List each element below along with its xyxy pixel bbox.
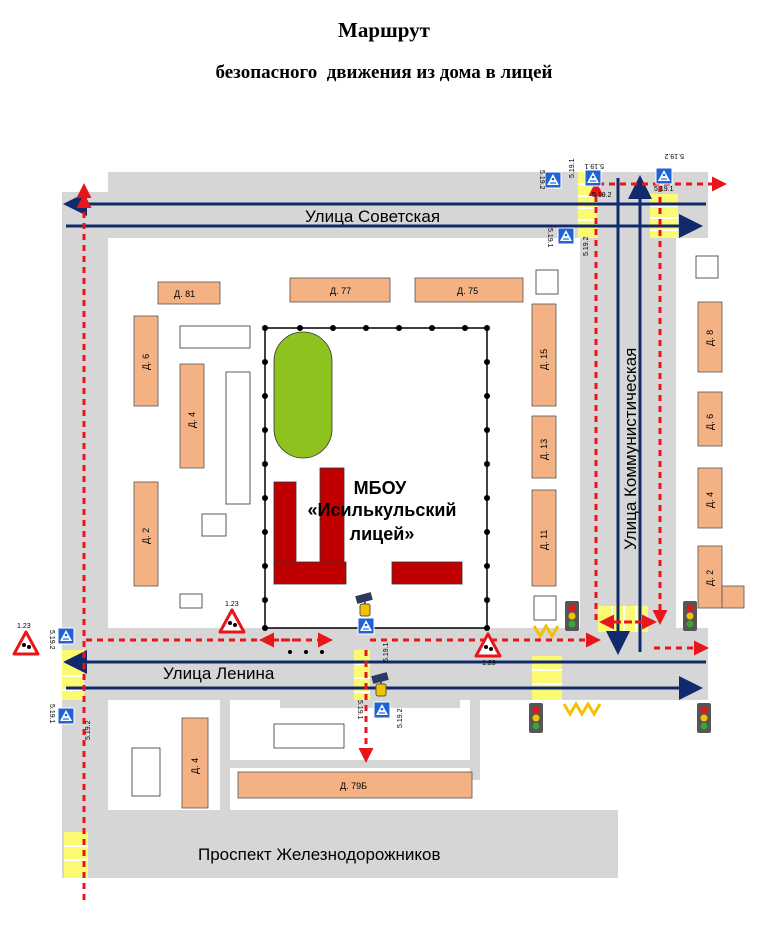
- road-inner-horizontal-2: [280, 700, 460, 708]
- label-d4-bottom: Д. 4: [190, 758, 200, 774]
- houses: [133, 277, 745, 809]
- pedestrian-light-icon: [355, 592, 373, 617]
- street-sovetskaya-label: Улица Советская: [305, 207, 440, 226]
- house-13: [531, 415, 557, 479]
- road-side-right: [658, 238, 676, 628]
- street-prospekt-label: Проспект Железнодорожников: [198, 845, 441, 864]
- sports-field: [273, 331, 333, 459]
- road-bottom-left-lane: [108, 810, 618, 828]
- school-wing-left: [273, 481, 297, 567]
- traffic-light-icon: [565, 601, 579, 631]
- house-labels: Д. 81 Д. 77 Д. 75 Д. 6 Д. 4 Д. 2 Д. 15 Д…: [141, 286, 715, 791]
- sign-code-label: 5.19.1: [48, 704, 55, 724]
- sign-code-label: 5.19.2: [664, 152, 684, 159]
- crosswalk-sign-icon: [373, 701, 391, 719]
- school-wing-base: [273, 561, 347, 585]
- label-d15: Д. 15: [539, 349, 549, 370]
- school-name: МБОУ «Исилькульский лицей»: [308, 478, 457, 544]
- sign-code-label: 5.19.2: [85, 720, 92, 740]
- traffic-light-icon: [529, 703, 543, 733]
- school-buildings: [273, 467, 463, 585]
- school-wing-middle: [319, 467, 345, 567]
- crosswalk-top-right: [650, 194, 678, 238]
- page-subtitle: безопасного движения из дома в лицей: [215, 62, 553, 83]
- school-annex: [391, 561, 463, 585]
- sign-code-label: 5.19.1: [383, 642, 390, 662]
- road-inner-vertical: [220, 700, 230, 810]
- crosswalk-sign-icon: [357, 617, 375, 635]
- sign-code-label: 5.19.2: [397, 708, 404, 728]
- sign-codes: 5.19.2 5.19.1 5.19.2 5.19.1 5.19.1 5.19.…: [48, 152, 684, 740]
- pedestrian-light-icon: [371, 672, 389, 697]
- school-name-line2: «Исилькульский: [308, 500, 457, 520]
- label-d81: Д. 81: [174, 289, 195, 299]
- road-prospekt: [62, 828, 618, 878]
- label-d75: Д. 75: [457, 286, 478, 296]
- children-sign-codes: 1.23 1.23 1.23: [17, 601, 496, 667]
- road-inner-vertical-2: [470, 700, 480, 780]
- house-2-right-annex: [721, 585, 745, 609]
- zigzag-markings: [532, 623, 602, 717]
- sign-code-label: 5.19.1: [584, 162, 604, 169]
- children-warning-sign-icon: [218, 608, 246, 634]
- outbuildings: [131, 255, 719, 797]
- school-fence: [262, 325, 490, 654]
- sign-code-label: 5.19.1: [569, 158, 576, 178]
- safe-route: [76, 176, 727, 900]
- crosswalk-sign-icon: [557, 227, 575, 245]
- crosswalk-sign-icon: [544, 171, 562, 189]
- house-2-left: [133, 481, 159, 587]
- label-d2-left: Д. 2: [141, 528, 151, 544]
- sign-code-label: 5.19.2: [48, 630, 55, 650]
- crosswalk-stripes: [62, 183, 678, 861]
- label-d6-left: Д. 6: [141, 354, 151, 370]
- label-d2-right: Д. 2: [705, 570, 715, 586]
- label-d11: Д. 11: [539, 530, 549, 550]
- street-kommunisticheskaya-label: Улица Коммунистическая: [621, 348, 640, 550]
- sign-code-label: 5.19.1: [546, 228, 553, 248]
- crosswalk-sign-icon: [57, 707, 75, 725]
- house-8-right: [697, 301, 723, 373]
- house-81: [157, 281, 221, 305]
- house-6-left: [133, 315, 159, 407]
- label-d6-right: Д. 6: [705, 414, 715, 430]
- house-4-right: [697, 467, 723, 529]
- page-title: Маршрут: [338, 18, 430, 42]
- crosswalk-sign-icon: [584, 169, 602, 187]
- sign-code-label: 5.19.1: [654, 186, 674, 193]
- sign-code-label: 1.23: [482, 660, 496, 667]
- label-d4-left: Д. 4: [187, 412, 197, 428]
- traffic-light-icon: [697, 703, 711, 733]
- street-lenina-label: Улица Ленина: [163, 664, 275, 683]
- house-15: [531, 303, 557, 407]
- house-2-right: [697, 545, 723, 609]
- house-79b: [237, 771, 473, 799]
- house-75: [414, 277, 524, 303]
- house-4-bottom: [181, 717, 209, 809]
- school-name-line1: МБОУ: [354, 478, 407, 498]
- house-11: [531, 489, 557, 587]
- label-d77: Д. 77: [330, 286, 351, 296]
- sign-code-label: 1.23: [17, 623, 31, 630]
- label-d13: Д. 13: [539, 439, 549, 460]
- house-4-left: [179, 363, 205, 469]
- sign-code-label: 5.19.2: [538, 170, 545, 190]
- label-d79b: Д. 79Б: [340, 781, 367, 791]
- road-inner-horizontal: [230, 760, 470, 768]
- house-77: [289, 277, 391, 303]
- school-name-line3: лицей»: [350, 524, 415, 544]
- traffic-light-icon: [683, 601, 697, 631]
- label-d4-right: Д. 4: [705, 492, 715, 508]
- sign-code-label: 1.23: [225, 601, 239, 608]
- crosswalk-sign-icon: [655, 167, 673, 185]
- children-warning-sign-icon: [12, 630, 40, 656]
- pedestrian-lights: [355, 592, 389, 697]
- sign-code-label: 5.19.1: [356, 700, 363, 720]
- sign-code-label: 5.19.2: [592, 192, 612, 199]
- label-d8-right: Д. 8: [705, 330, 715, 346]
- sign-code-label: 5.19.2: [583, 236, 590, 256]
- house-6-right: [697, 391, 723, 447]
- crosswalk-sign-icon: [57, 627, 75, 645]
